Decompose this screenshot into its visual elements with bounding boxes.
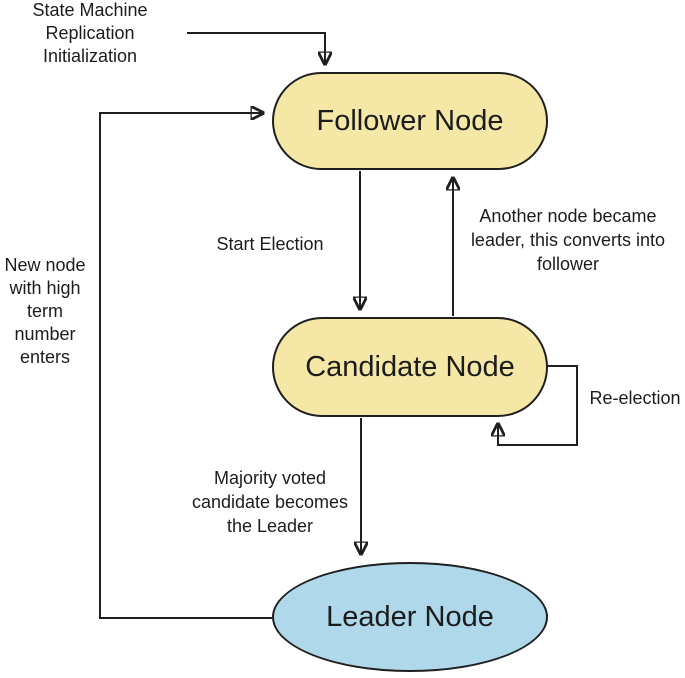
became-follower-label: Another node became leader, this convert… xyxy=(470,206,666,274)
re-election-loop-arrow xyxy=(498,365,578,446)
start-election-label: Start Election xyxy=(216,234,324,254)
re-election-label: Re-election xyxy=(589,388,681,408)
majority-voted-label: Majority voted candidate becomes the Lea… xyxy=(191,468,349,536)
new-node-return-arrow xyxy=(99,113,272,619)
new-node-label: New node with high term number enters xyxy=(4,255,86,367)
candidate-node: Candidate Node xyxy=(272,317,548,417)
follower-node: Follower Node xyxy=(272,72,548,170)
init-arrow xyxy=(187,32,325,64)
leader-node-label: Leader Node xyxy=(326,600,494,633)
candidate-node-label: Candidate Node xyxy=(305,350,515,383)
leader-node: Leader Node xyxy=(272,562,548,672)
follower-node-label: Follower Node xyxy=(316,104,504,137)
init-label: State Machine Replication Initialization xyxy=(32,0,148,66)
